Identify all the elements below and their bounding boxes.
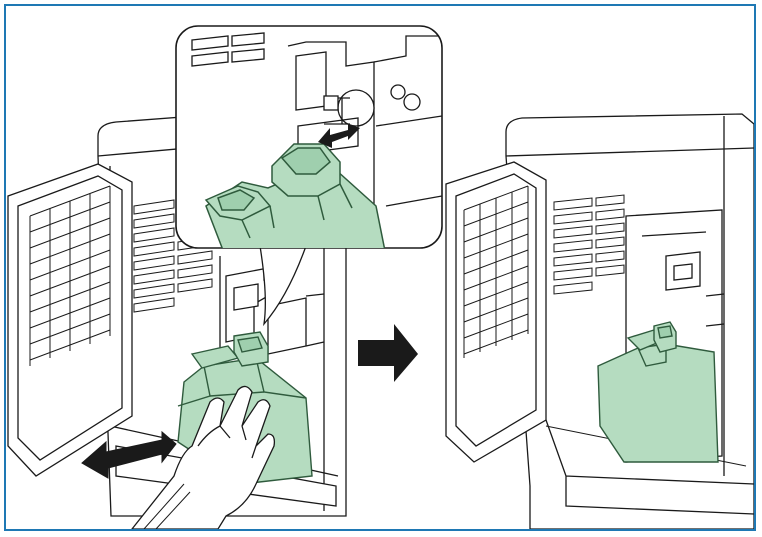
- right-door-vents: [463, 185, 529, 358]
- detail-callout: [175, 25, 443, 327]
- callout-arrow-icon: [318, 124, 360, 148]
- right-arrow-icon: [358, 324, 418, 382]
- left-door-vents: [29, 185, 111, 366]
- illustration: [7, 25, 754, 529]
- push-arrow-icon: [81, 430, 177, 479]
- waste-toner-box-right: [597, 321, 719, 463]
- hand-icon: [131, 385, 276, 529]
- figure-frame: [4, 4, 756, 531]
- right-printer: [445, 113, 754, 529]
- right-body-vents: [553, 194, 625, 295]
